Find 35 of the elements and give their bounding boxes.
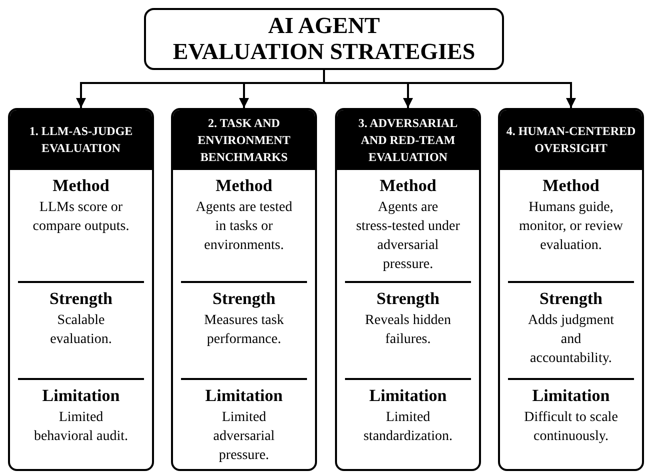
section-heading: Limitation [369, 386, 447, 406]
card-header: 2. TASK AND ENVIRONMENT BENCHMARKS [173, 110, 315, 170]
title-box [144, 8, 504, 70]
section-heading: Strength [540, 289, 602, 309]
section-text: LLMs score or compare outputs. [32, 199, 130, 236]
section-heading: Limitation [532, 386, 610, 406]
section-text: Agents are tested in tasks or environments. [196, 199, 292, 255]
section-heading: Limitation [42, 386, 120, 406]
section-text: Limited standardization. [362, 409, 454, 446]
section-heading: Method [380, 176, 436, 196]
section-heading: Method [216, 176, 272, 196]
section-text: Reveals hidden failures. [364, 312, 452, 349]
card-header: 1. LLM-AS-JUDGE EVALUATION [10, 110, 152, 170]
section-text: Limited adversarial pressure. [213, 409, 275, 465]
section-heading: Strength [376, 289, 440, 309]
section-text: Scalable evaluation. [50, 312, 112, 349]
connector-arrow [323, 70, 576, 108]
strategy-card [335, 108, 481, 471]
section-text: Limited behavioral audit. [34, 409, 128, 446]
strategy-card [8, 108, 154, 471]
section-heading: Method [52, 176, 110, 196]
section-heading: Limitation [205, 386, 283, 406]
section-heading: Strength [50, 289, 112, 309]
section-text: Adds judgment and accountability. [528, 312, 614, 368]
section-text: Agents are stress-tested under adversarial pressure. [356, 199, 460, 274]
section-text: Humans guide, monitor, or review evaluation. [518, 199, 624, 255]
card-header: 3. ADVERSARIAL AND RED-TEAM EVALUATION [337, 110, 479, 170]
section-text: Measures task performance. [203, 312, 285, 349]
section-heading: Method [542, 176, 600, 196]
title-text: AI AGENT EVALUATION STRATEGIES [172, 13, 476, 65]
strategy-card [498, 108, 644, 471]
card-header: 4. HUMAN-CENTERED OVERSIGHT [500, 110, 642, 170]
section-text: Difficult to scale continuously. [523, 409, 619, 446]
strategy-card [171, 108, 317, 471]
section-heading: Strength [212, 289, 276, 309]
